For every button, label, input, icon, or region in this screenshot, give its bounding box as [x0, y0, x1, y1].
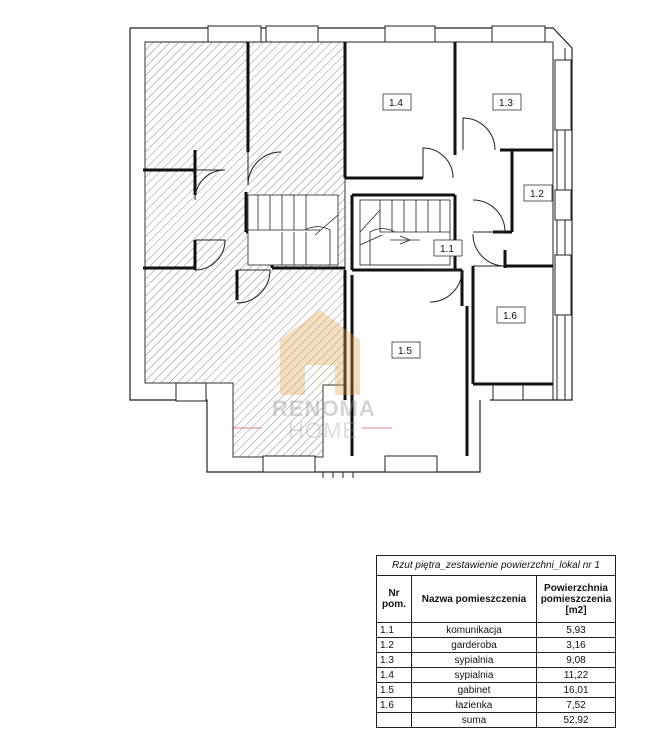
row-name: garderoba — [411, 637, 537, 653]
table-header-row: Nr pom. Nazwa pomieszczenia Powierzchnia… — [376, 575, 616, 623]
table-total-row: suma 52,92 — [376, 712, 616, 728]
room-label-box-1-5 — [391, 341, 421, 359]
table-row: 1.4 sypialnia 11,22 — [376, 667, 616, 683]
table-row: 1.2 garderoba 3,16 — [376, 637, 616, 653]
table-caption: Rzut piętra_zestawienie powierzchni_loka… — [376, 555, 616, 575]
room-labels: 1.4 1.3 1.2 1.1 1.6 1.5 — [382, 93, 553, 359]
room-label-1-1: 1.1 — [440, 244, 454, 255]
row-nr: 1.2 — [376, 637, 412, 653]
outer-walls — [129, 27, 573, 473]
watermark-line1: RENOMA — [272, 396, 376, 421]
total-nr — [376, 712, 412, 728]
doors — [194, 117, 506, 304]
room-label-box-1-6 — [496, 306, 526, 324]
row-name: gabinet — [411, 682, 537, 698]
room-label-box-1-2 — [523, 184, 553, 202]
staircase — [247, 194, 451, 266]
row-area: 16,01 — [536, 682, 616, 698]
row-name: sypialnia — [411, 667, 537, 683]
renoma-home-watermark: RENOMA HOME — [232, 310, 392, 443]
room-label-box-1-3 — [492, 93, 522, 111]
table-row: 1.6 łazienka 7,52 — [376, 697, 616, 713]
row-nr: 1.5 — [376, 682, 412, 698]
row-name: łazienka — [411, 697, 537, 713]
balcony-posts — [322, 472, 354, 478]
row-name: komunikacja — [411, 622, 537, 638]
row-name: sypialnia — [411, 652, 537, 668]
row-nr: 1.4 — [376, 667, 412, 683]
room-label-1-6: 1.6 — [503, 311, 517, 322]
header-name: Nazwa pomieszczenia — [411, 575, 537, 623]
room-label-box-1-4 — [382, 93, 412, 111]
row-area: 7,52 — [536, 697, 616, 713]
table-row: 1.3 sypialnia 9,08 — [376, 652, 616, 668]
row-nr: 1.1 — [376, 622, 412, 638]
row-area: 5,93 — [536, 622, 616, 638]
header-nr: Nr pom. — [376, 575, 412, 623]
room-label-1-2: 1.2 — [530, 189, 544, 200]
floor-plan: 1.4 1.3 1.2 1.1 1.6 1.5 RENOMA HOME — [129, 25, 573, 478]
table-row: 1.5 gabinet 16,01 — [376, 682, 616, 698]
total-label: suma — [411, 712, 537, 728]
row-area: 9,08 — [536, 652, 616, 668]
room-label-1-5: 1.5 — [398, 346, 412, 357]
row-area: 11,22 — [536, 667, 616, 683]
area-summary-table: Rzut piętra_zestawienie powierzchni_loka… — [376, 555, 616, 728]
row-area: 3,16 — [536, 637, 616, 653]
watermark-line2: HOME — [288, 418, 358, 443]
windows — [175, 25, 572, 473]
row-nr: 1.6 — [376, 697, 412, 713]
row-nr: 1.3 — [376, 652, 412, 668]
total-area: 52,92 — [536, 712, 616, 728]
interior-walls — [143, 42, 553, 456]
header-area: Powierzchnia pomieszczenia [m2] — [536, 575, 616, 623]
room-label-box-1-1 — [433, 239, 463, 257]
table-row: 1.1 komunikacja 5,93 — [376, 622, 616, 638]
room-label-1-3: 1.3 — [499, 98, 513, 109]
room-label-1-4: 1.4 — [389, 98, 403, 109]
